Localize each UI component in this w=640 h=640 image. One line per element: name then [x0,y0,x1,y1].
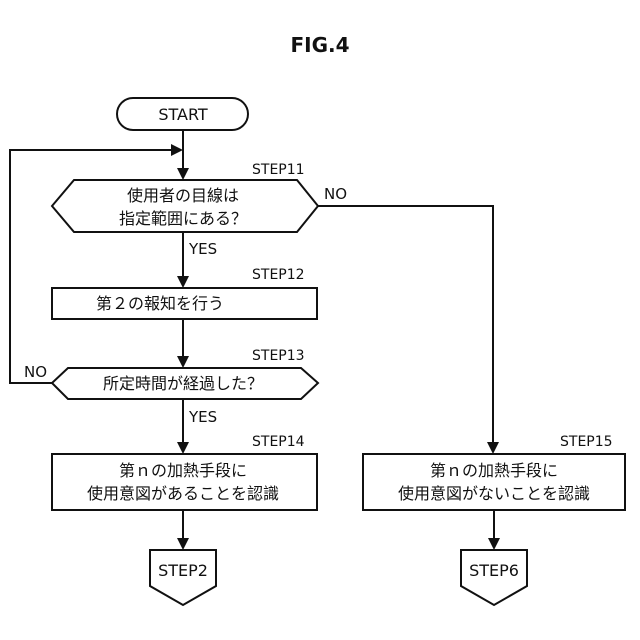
arrow-into-step13 [177,356,189,368]
step11-line1: 使用者の目線は [127,186,239,205]
step14-line1: 第ｎの加熱手段に [119,461,247,480]
arrow-into-step2 [177,538,189,550]
step12-label: 第２の報知を行う [96,294,224,313]
step14-line2: 使用意図があることを認識 [87,484,279,503]
step15-id: STEP15 [560,434,613,450]
step11-id: STEP11 [252,162,305,178]
step15-line2: 使用意図がないことを認識 [398,484,590,503]
step14-id: STEP14 [252,434,305,450]
step11-no-label: NO [324,185,347,203]
arrow-into-step15 [487,442,499,454]
step11-yes-label: YES [188,240,217,258]
step15-line1: 第ｎの加熱手段に [430,461,558,480]
start-label: START [158,105,208,124]
step12-id: STEP12 [252,267,305,283]
step13-no-label: NO [24,363,47,381]
arrow-loop-into-main [171,144,183,156]
step13-id: STEP13 [252,348,305,364]
arrow-into-step11 [177,168,189,180]
goto-step2-label: STEP2 [158,561,208,580]
arrow-into-step14 [177,442,189,454]
arrow-into-step6 [488,538,500,550]
connector-step11-no [318,206,493,446]
figure-title: FIG.4 [290,33,349,57]
goto-step6-label: STEP6 [469,561,519,580]
step11-line2: 指定範囲にある？ [119,209,247,228]
step13-label: 所定時間が経過した？ [103,374,263,393]
arrow-into-step12 [177,276,189,288]
step13-yes-label: YES [188,408,217,426]
